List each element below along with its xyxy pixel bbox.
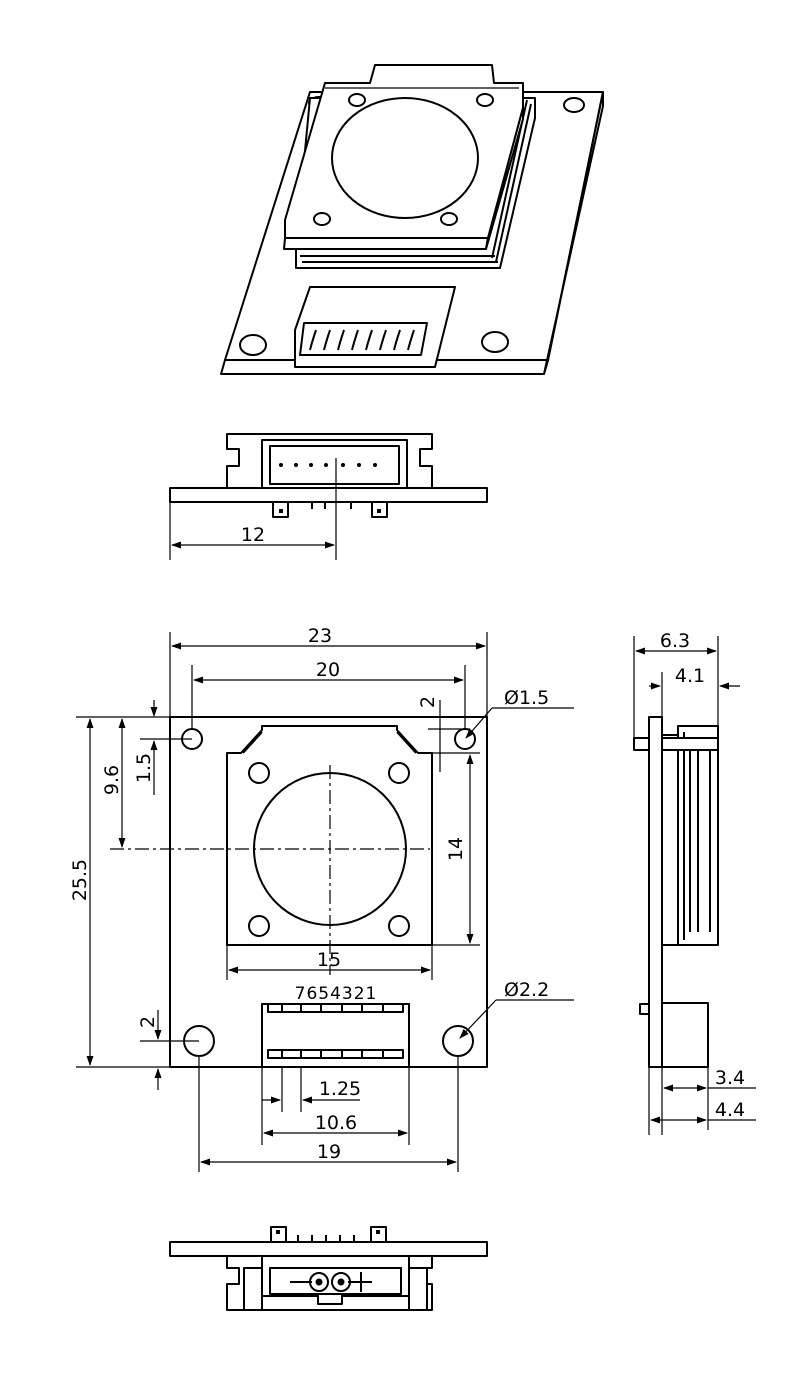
dim-top-margin: 2 (417, 696, 439, 708)
dim-connector-width: 10.6 (315, 1112, 357, 1134)
side-view: 6.3 4.1 3.4 4.4 (633, 630, 756, 1135)
plan-view: 7654321 23 20 2 Ø1.5 14 15 Ø2.2 (69, 625, 574, 1172)
dim-side-holder: 4.1 (675, 665, 705, 687)
dim-side-connector-total: 4.4 (715, 1099, 745, 1121)
dim-side-connector: 3.4 (715, 1067, 745, 1089)
dim-small-hole-diameter: Ø1.5 (504, 687, 549, 709)
dim-side-total: 6.3 (660, 630, 690, 652)
dim-bottom-margin: 2 (137, 1016, 159, 1028)
front-view: 12 (169, 433, 488, 560)
dim-center-offset: 9.6 (101, 765, 123, 795)
dim-front-offset: 12 (241, 524, 265, 546)
dim-height-total: 25.5 (69, 859, 91, 901)
dim-holder-height: 14 (445, 837, 467, 861)
isometric-view (220, 64, 604, 375)
dim-width-total: 23 (308, 625, 332, 647)
dim-top-hole-offset: 1.5 (133, 753, 155, 783)
dim-large-hole-diameter: Ø2.2 (504, 979, 549, 1001)
bottom-view (169, 1226, 488, 1311)
dim-holder-width: 15 (317, 949, 341, 971)
dim-bottom-hole-spacing: 19 (317, 1141, 341, 1163)
dim-pin-pitch: 1.25 (319, 1078, 361, 1100)
connector-pin-labels: 7654321 (295, 984, 378, 1004)
dim-hole-spacing-x: 20 (316, 659, 340, 681)
